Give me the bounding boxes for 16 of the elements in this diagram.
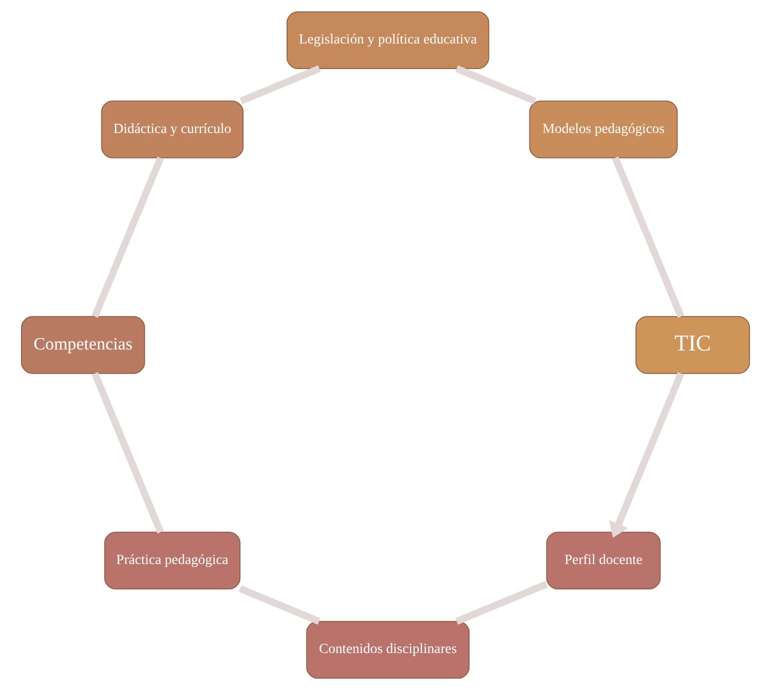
node-box: Competencias	[21, 316, 146, 374]
node-box: Legislación y política educativa	[286, 11, 490, 69]
node-box: Práctica pedagógica	[104, 532, 240, 590]
node-box: Didáctica y currículo	[101, 100, 244, 158]
node-box: TIC	[636, 316, 750, 374]
node-box: Contenidos disciplinares	[306, 621, 470, 679]
connector	[92, 372, 164, 534]
node-box: Modelos pedagógicos	[529, 100, 678, 158]
arrow	[609, 372, 684, 538]
connector	[240, 65, 321, 104]
connector	[455, 65, 536, 104]
connector	[238, 585, 320, 625]
connector	[612, 156, 684, 318]
connector	[455, 580, 548, 625]
connector	[92, 156, 164, 318]
node-box: Perfil docente	[546, 532, 661, 590]
